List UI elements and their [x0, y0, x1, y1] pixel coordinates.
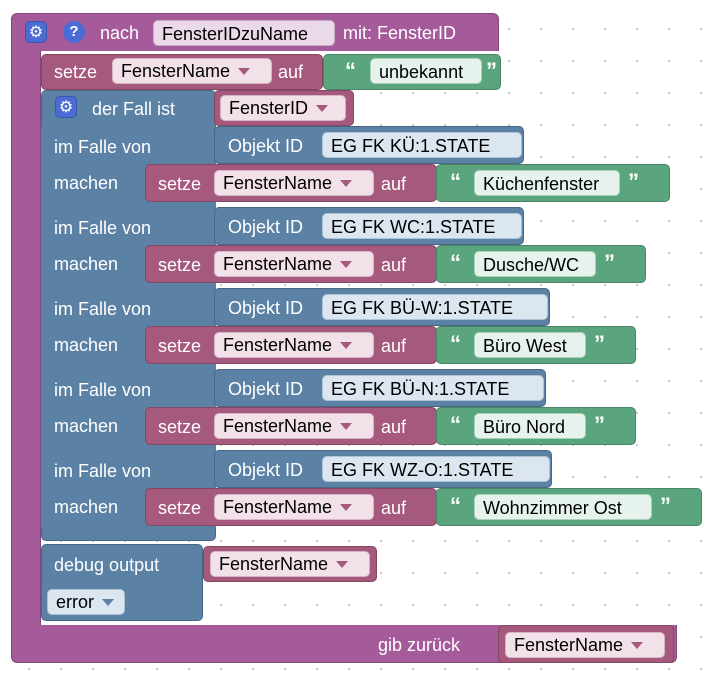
text-field-case[interactable]: Büro Nord — [474, 413, 586, 439]
set-case-keyword: setze — [158, 498, 202, 518]
set-case-keyword: setze — [158, 336, 202, 356]
set-case-to-label: auf — [381, 174, 407, 194]
chevron-down-icon — [340, 179, 353, 187]
debug-output-label: debug output — [54, 555, 160, 575]
chevron-down-icon — [238, 67, 251, 75]
function-name-field[interactable]: FensterIDzuName — [153, 20, 335, 46]
do-label: machen — [54, 254, 119, 274]
quote-close-icon: ” — [660, 493, 671, 518]
quote-open-icon: “ — [450, 493, 461, 518]
set-case-variable-dropdown[interactable]: FensterName — [214, 332, 374, 358]
set-case-to-label: auf — [381, 336, 407, 356]
set-case-variable-label: FensterName — [223, 173, 333, 193]
chevron-down-icon — [631, 641, 644, 649]
return-variable-label: FensterName — [514, 635, 624, 655]
set-case-variable-label: FensterName — [223, 497, 333, 517]
switch-block-bottom — [41, 527, 216, 541]
function-block-body — [11, 50, 41, 628]
chevron-down-icon — [340, 260, 353, 268]
set-default-variable-label: FensterName — [121, 61, 231, 81]
object-id-label: Objekt ID — [228, 379, 304, 399]
do-label: machen — [54, 173, 119, 193]
quote-open-icon: “ — [450, 169, 461, 194]
quote-close-icon: ” — [594, 412, 605, 437]
set-case-variable-label: FensterName — [223, 416, 333, 436]
quote-open-icon: “ — [450, 331, 461, 356]
quote-open-icon: “ — [450, 250, 461, 275]
set-case-keyword: setze — [158, 417, 202, 437]
text-field-case[interactable]: Büro West — [474, 332, 586, 358]
object-id-label: Objekt ID — [228, 217, 304, 237]
function-params-label: mit: FensterID — [343, 23, 457, 43]
text-field-case[interactable]: Küchenfenster — [474, 170, 620, 196]
chevron-down-icon — [316, 104, 329, 112]
quote-close-icon: ” — [604, 250, 615, 275]
function-help-icon[interactable]: ? — [63, 21, 85, 43]
set-default-keyword: setze — [54, 62, 98, 82]
set-case-variable-dropdown[interactable]: FensterName — [214, 170, 374, 196]
chevron-down-icon — [336, 560, 349, 568]
set-case-keyword: setze — [158, 255, 202, 275]
chevron-down-icon — [340, 422, 353, 430]
chevron-down-icon — [340, 503, 353, 511]
text-field-case[interactable]: Wohnzimmer Ost — [474, 494, 652, 520]
case-label: im Falle von — [54, 380, 152, 400]
text-field-default[interactable]: unbekannt — [370, 58, 482, 84]
set-case-variable-label: FensterName — [223, 335, 333, 355]
object-id-field[interactable]: EG FK BÜ-W:1.STATE — [322, 294, 548, 320]
set-default-to-label: auf — [278, 62, 304, 82]
set-case-variable-label: FensterName — [223, 254, 333, 274]
object-id-field[interactable]: EG FK KÜ:1.STATE — [322, 132, 522, 158]
return-variable-dropdown[interactable]: FensterName — [505, 632, 665, 658]
switch-gear-icon[interactable]: ⚙ — [55, 96, 77, 118]
quote-close-icon: ” — [594, 331, 605, 356]
object-id-label: Objekt ID — [228, 460, 304, 480]
set-case-variable-dropdown[interactable]: FensterName — [214, 413, 374, 439]
debug-level-dropdown[interactable]: error — [47, 589, 125, 615]
quote-close-icon: ” — [486, 58, 497, 83]
set-default-variable-dropdown[interactable]: FensterName — [112, 58, 272, 84]
case-label: im Falle von — [54, 218, 152, 238]
switch-label: der Fall ist — [92, 99, 176, 119]
do-label: machen — [54, 335, 119, 355]
case-label: im Falle von — [54, 137, 152, 157]
chevron-down-icon — [340, 341, 353, 349]
set-case-to-label: auf — [381, 417, 407, 437]
object-id-label: Objekt ID — [228, 298, 304, 318]
quote-close-icon: ” — [628, 169, 639, 194]
function-keyword: nach — [100, 23, 140, 43]
switch-variable-dropdown[interactable]: FensterID — [220, 95, 346, 121]
set-case-to-label: auf — [381, 255, 407, 275]
switch-variable-label: FensterID — [229, 98, 309, 118]
return-label: gib zurück — [378, 635, 461, 655]
debug-variable-label: FensterName — [219, 554, 329, 574]
function-gear-icon[interactable]: ⚙ — [25, 21, 47, 43]
object-id-field[interactable]: EG FK WC:1.STATE — [322, 213, 522, 239]
chevron-down-icon — [102, 598, 115, 606]
set-case-keyword: setze — [158, 174, 202, 194]
quote-open-icon: “ — [450, 412, 461, 437]
debug-level-label: error — [56, 592, 95, 612]
object-id-field[interactable]: EG FK BÜ-N:1.STATE — [322, 375, 544, 401]
quote-open-icon: “ — [345, 58, 356, 83]
set-case-variable-dropdown[interactable]: FensterName — [214, 494, 374, 520]
object-id-label: Objekt ID — [228, 136, 304, 156]
case-label: im Falle von — [54, 461, 152, 481]
debug-variable-dropdown[interactable]: FensterName — [210, 551, 370, 577]
do-label: machen — [54, 497, 119, 517]
set-case-variable-dropdown[interactable]: FensterName — [214, 251, 374, 277]
object-id-field[interactable]: EG FK WZ-O:1.STATE — [322, 456, 550, 482]
text-field-case[interactable]: Dusche/WC — [474, 251, 596, 277]
set-case-to-label: auf — [381, 498, 407, 518]
do-label: machen — [54, 416, 119, 436]
case-label: im Falle von — [54, 299, 152, 319]
